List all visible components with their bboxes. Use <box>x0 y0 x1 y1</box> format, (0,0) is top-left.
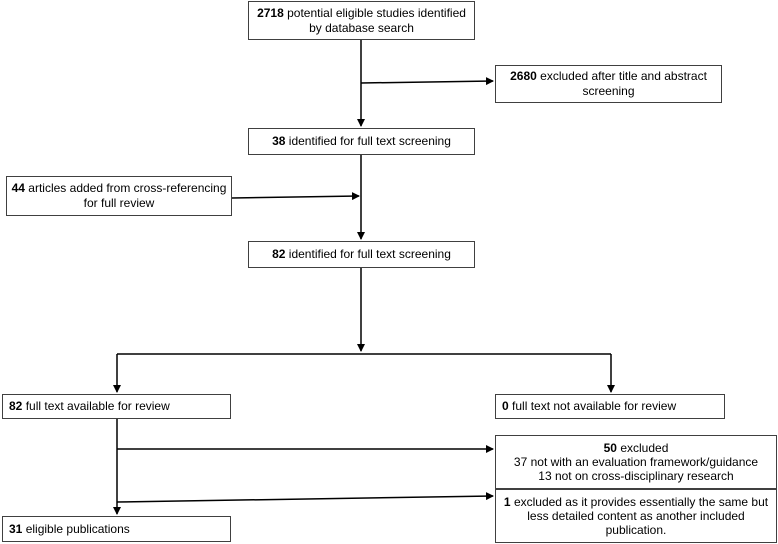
box-excluded-1: 1 excluded as it provides essentially th… <box>495 489 777 543</box>
count: 50 <box>603 441 617 455</box>
count: 82 <box>272 247 286 261</box>
box-full-text-not-available: 0 full text not available for review <box>495 394 725 419</box>
count: 44 <box>11 181 25 195</box>
box-full-text-available: 82 full text available for review <box>2 394 231 419</box>
arrow-crossref-join <box>231 192 360 201</box>
box-identified-82: 82 identified for full text screening <box>248 241 475 268</box>
box-cross-referencing: 44 articles added from cross-referencing… <box>6 176 232 216</box>
count: 0 <box>502 399 509 413</box>
arrow-to-excluded-2680 <box>360 77 494 86</box>
count: 2680 <box>510 69 537 83</box>
box-excluded-title-abstract: 2680 excluded after title and abstract s… <box>495 65 722 103</box>
count: 1 <box>503 495 511 509</box>
count: 31 <box>9 521 23 536</box>
box-database-search: 2718 potential eligible studies identifi… <box>248 1 475 40</box>
count: 38 <box>272 134 286 148</box>
box-identified-38: 38 identified for full text screening <box>248 128 475 155</box>
count: 82 <box>9 399 23 413</box>
box-excluded-50: 50 excluded 37 not with an evaluation fr… <box>495 435 777 489</box>
arrow-to-excluded-1 <box>116 492 494 503</box>
box-eligible-publications: 31 eligible publications <box>2 516 231 542</box>
count: 2718 <box>257 5 284 20</box>
